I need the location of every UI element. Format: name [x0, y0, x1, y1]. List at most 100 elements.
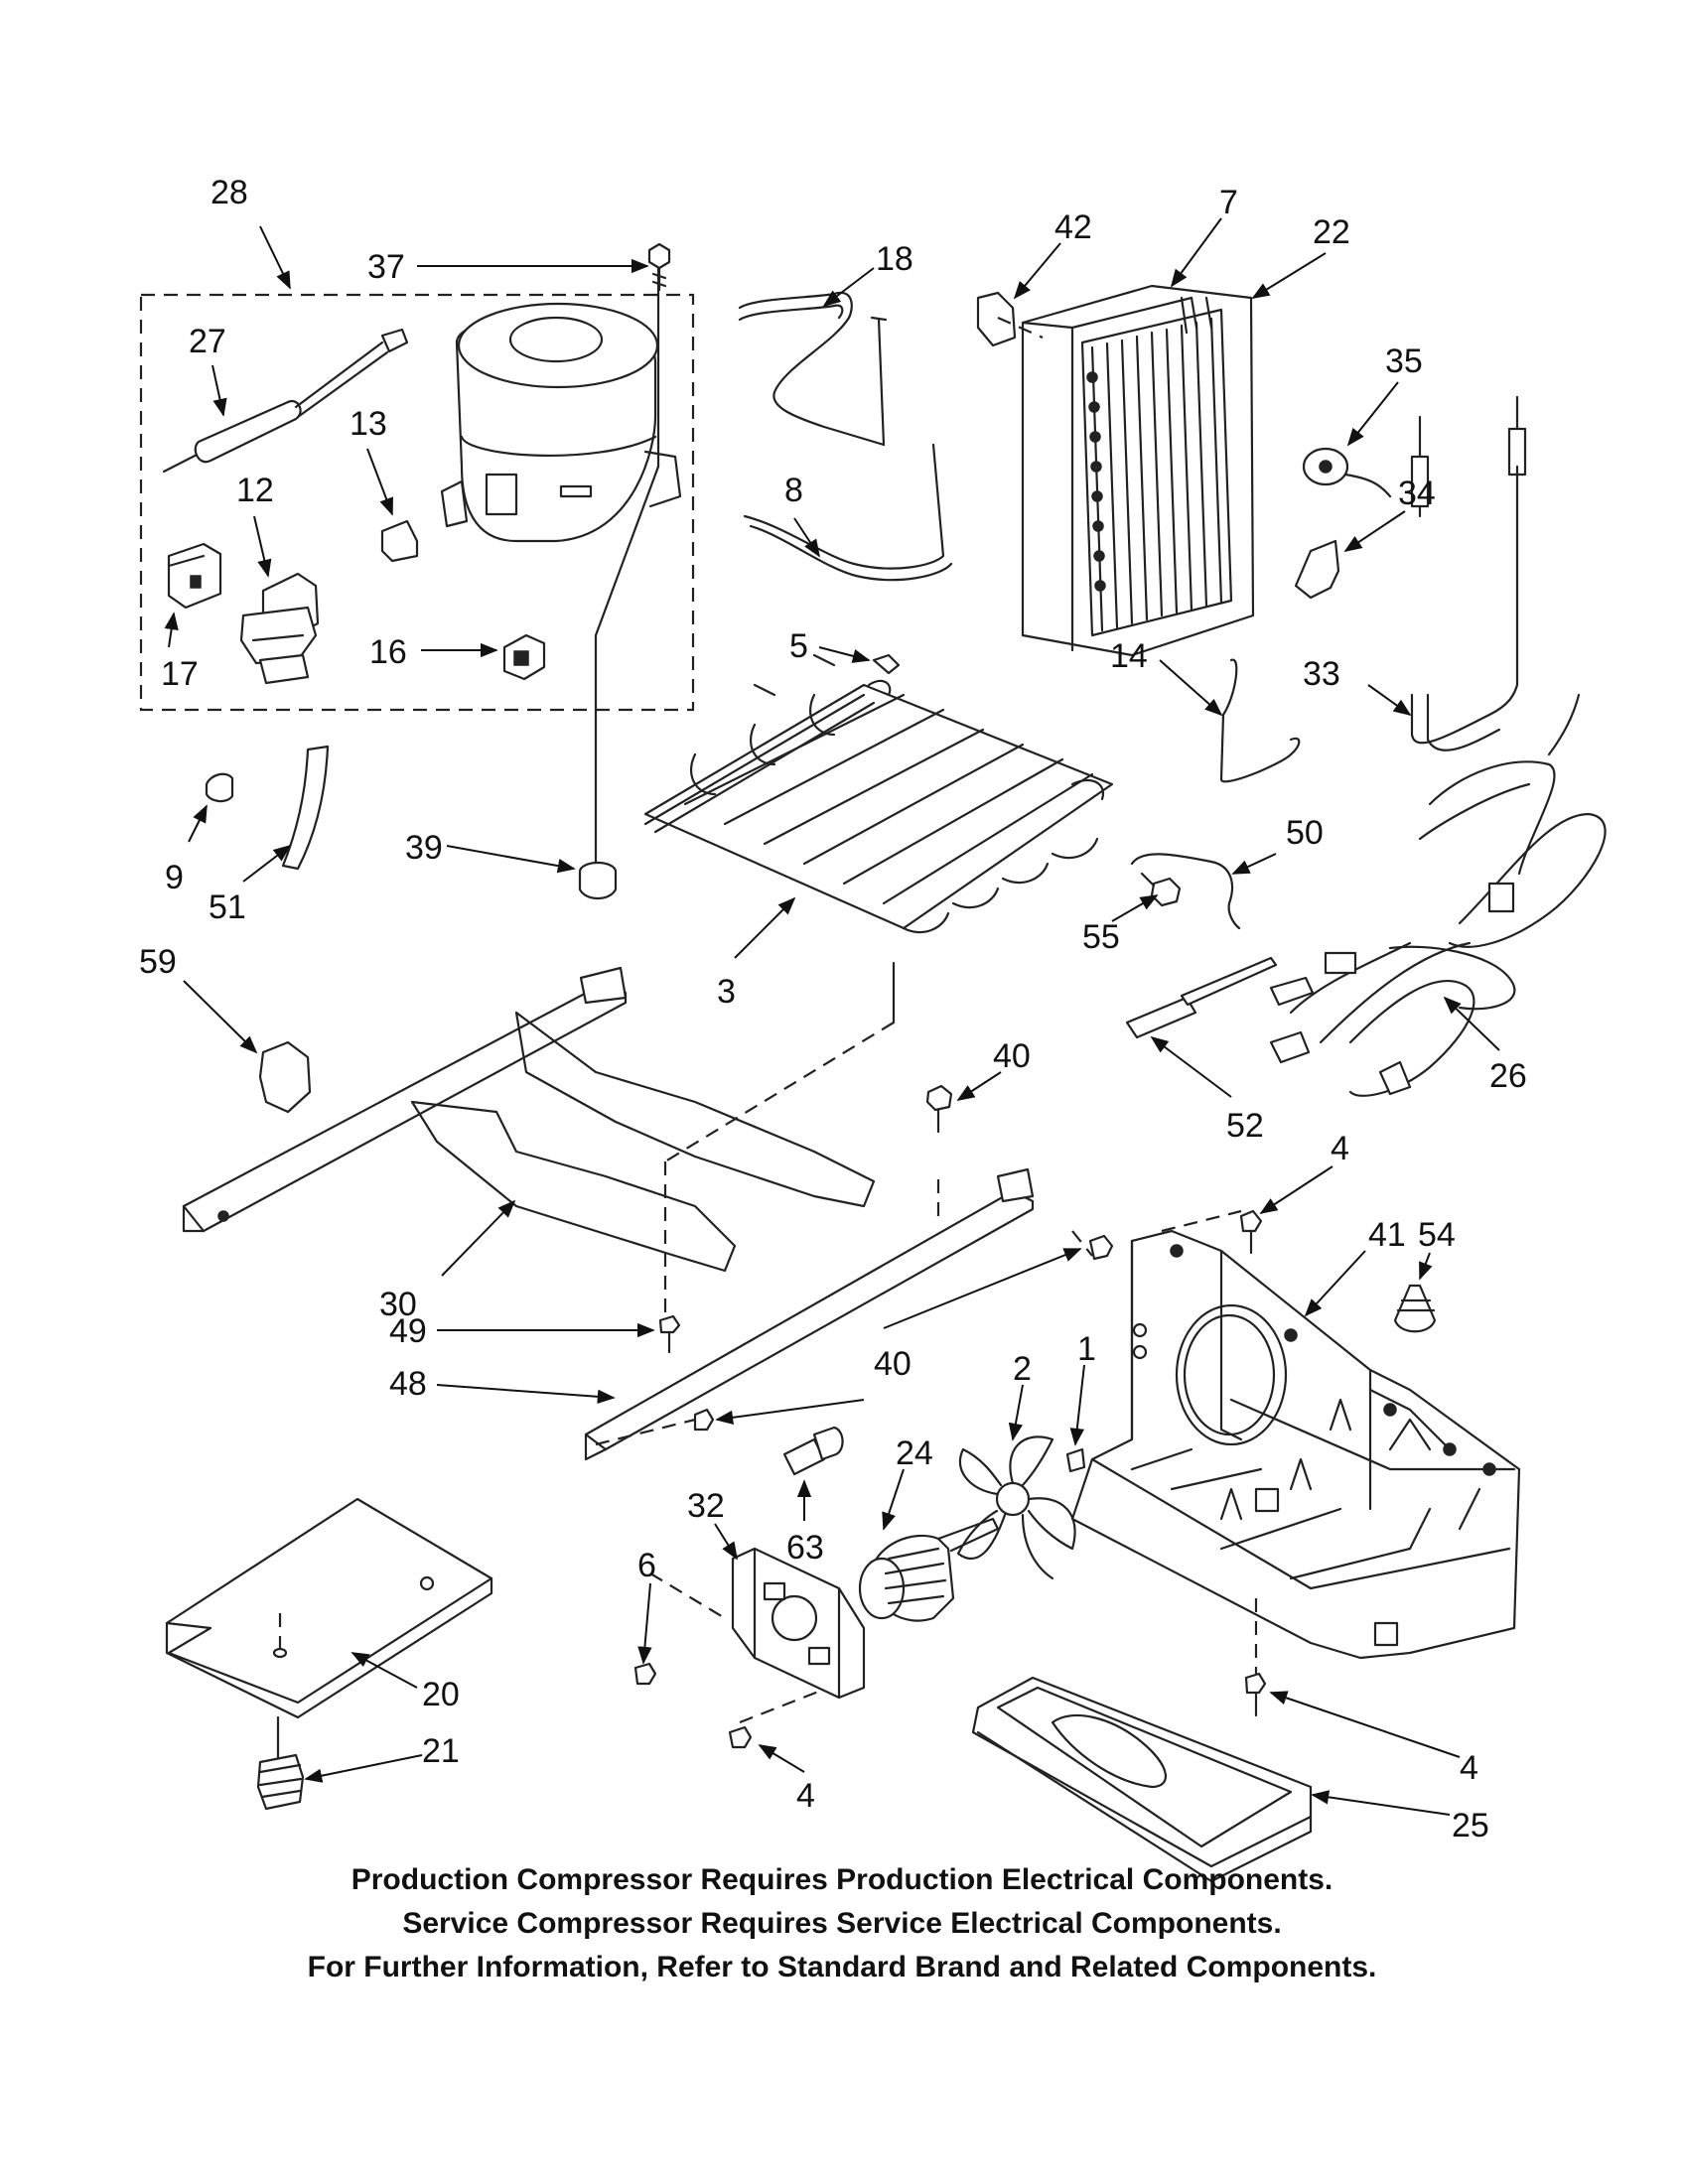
- callout-42: 42: [1054, 208, 1092, 246]
- thermostat-part-35: [1302, 447, 1392, 498]
- foot-part-21: [256, 1753, 305, 1811]
- drier-part-27: [162, 328, 409, 474]
- callout-21: 21: [422, 1732, 460, 1770]
- wire-part-14: [1219, 658, 1301, 783]
- screw-37: [647, 242, 671, 292]
- callout-labels: 28 37 27 13 12 17 16 18 8 42 7 22 35 34 …: [139, 174, 1527, 1844]
- callout-41: 41: [1368, 1216, 1406, 1254]
- leader-lines: [164, 217, 1500, 1816]
- callout-24: 24: [896, 1434, 933, 1472]
- callout-34: 34: [1398, 475, 1436, 512]
- callout-1: 1: [1077, 1330, 1096, 1368]
- callout-4-bottom: 4: [796, 1777, 815, 1815]
- fan-blade-part-2: [956, 1435, 1076, 1580]
- frame-rail-part-30: [182, 966, 876, 1273]
- callout-26: 26: [1489, 1057, 1527, 1095]
- evaporator-part-22: [1021, 284, 1255, 657]
- base-plate-part-41: [1070, 1229, 1521, 1660]
- defrost-part-33: [1410, 395, 1527, 751]
- callout-27: 27: [189, 323, 226, 360]
- motor-part-24: [858, 1517, 1000, 1622]
- notes-block: Production Compressor Requires Productio…: [0, 1858, 1684, 1989]
- callout-18: 18: [876, 240, 913, 278]
- evaporator-fins: [1090, 317, 1223, 632]
- condenser-part-3: [643, 653, 1114, 1024]
- bracket-part-50: [1130, 853, 1241, 930]
- callout-40-top: 40: [993, 1037, 1031, 1075]
- screw-part-4-upper: [1239, 1209, 1263, 1255]
- clip-part-59: [258, 1040, 312, 1114]
- cover-part-16: [502, 633, 546, 681]
- clip-part-5: [872, 653, 901, 675]
- harness-part-26: [1269, 693, 1607, 1097]
- tube-part-8: [743, 443, 953, 582]
- callout-49: 49: [389, 1312, 427, 1350]
- evaporator-tube-ends: [1086, 371, 1106, 592]
- callout-2: 2: [1013, 1350, 1032, 1388]
- callout-9: 9: [165, 859, 184, 896]
- callout-7: 7: [1219, 184, 1238, 221]
- screw-part-4-bottom: [728, 1725, 753, 1749]
- tube-part-18: [738, 291, 888, 447]
- callout-12: 12: [236, 472, 274, 509]
- callout-17: 17: [161, 655, 199, 693]
- bracket-part-1: [1065, 1447, 1086, 1473]
- compressor-kit-group: [139, 242, 695, 876]
- callout-16: 16: [369, 633, 407, 671]
- overload-part-17: [167, 542, 222, 610]
- grommet-part-39: [578, 861, 618, 900]
- callout-4-lower-right: 4: [1460, 1749, 1478, 1787]
- compressor-kit-dashed-box: [139, 293, 695, 712]
- screw-part-4-lower-right: [1244, 1672, 1267, 1717]
- callout-32: 32: [687, 1487, 725, 1525]
- tie-part-52: [1125, 956, 1278, 1039]
- callout-50: 50: [1286, 814, 1324, 852]
- relay-part-12: [239, 572, 320, 685]
- coupling-part-63: [782, 1426, 844, 1476]
- callout-33: 33: [1303, 655, 1340, 693]
- frame-rail-part-48: [584, 1167, 1035, 1461]
- clip-part-13: [380, 519, 419, 563]
- hose-part-51: [281, 745, 330, 871]
- bracket-part-34: [1294, 539, 1340, 600]
- callout-54: 54: [1418, 1216, 1456, 1254]
- screw-part-40-bottom: [693, 1408, 715, 1432]
- compressor-part: [440, 248, 682, 876]
- callout-20: 20: [422, 1676, 460, 1713]
- callout-55: 55: [1082, 918, 1120, 956]
- callout-6: 6: [637, 1547, 656, 1584]
- callout-8: 8: [784, 472, 803, 509]
- drain-pan-part-25: [971, 1676, 1313, 1883]
- callout-37: 37: [367, 248, 405, 286]
- callout-13: 13: [350, 405, 387, 443]
- plug-part-9: [205, 772, 234, 803]
- callout-59: 59: [139, 943, 177, 981]
- screw-part-6: [633, 1662, 657, 1686]
- note-line-3: For Further Information, Refer to Standa…: [307, 1951, 1377, 1983]
- callout-52: 52: [1226, 1107, 1264, 1145]
- callout-48: 48: [389, 1365, 427, 1403]
- callout-39: 39: [405, 829, 443, 867]
- motor-bracket-part-32: [731, 1547, 866, 1700]
- callout-3: 3: [717, 973, 736, 1011]
- callout-51: 51: [209, 888, 246, 926]
- callout-63: 63: [786, 1529, 824, 1567]
- callout-14: 14: [1110, 637, 1148, 675]
- wire-nut-part-54: [1393, 1284, 1437, 1333]
- note-line-1: Production Compressor Requires Productio…: [351, 1863, 1333, 1896]
- callout-30: 30: [379, 1286, 417, 1323]
- clip-part-42: [976, 291, 1017, 347]
- callout-4-upper: 4: [1331, 1130, 1349, 1167]
- callout-22: 22: [1313, 213, 1350, 251]
- cover-part-20: [165, 1497, 493, 1764]
- callout-35: 35: [1385, 342, 1423, 380]
- callout-40-bottom: 40: [874, 1345, 912, 1383]
- callout-25: 25: [1452, 1807, 1489, 1844]
- screw-part-49: [658, 1314, 681, 1354]
- callout-28: 28: [210, 174, 248, 211]
- note-line-2: Service Compressor Requires Service Elec…: [402, 1907, 1282, 1940]
- callout-5: 5: [789, 627, 808, 665]
- screw-part-40-top: [925, 1084, 953, 1134]
- screw-part-40-right: [1088, 1234, 1114, 1261]
